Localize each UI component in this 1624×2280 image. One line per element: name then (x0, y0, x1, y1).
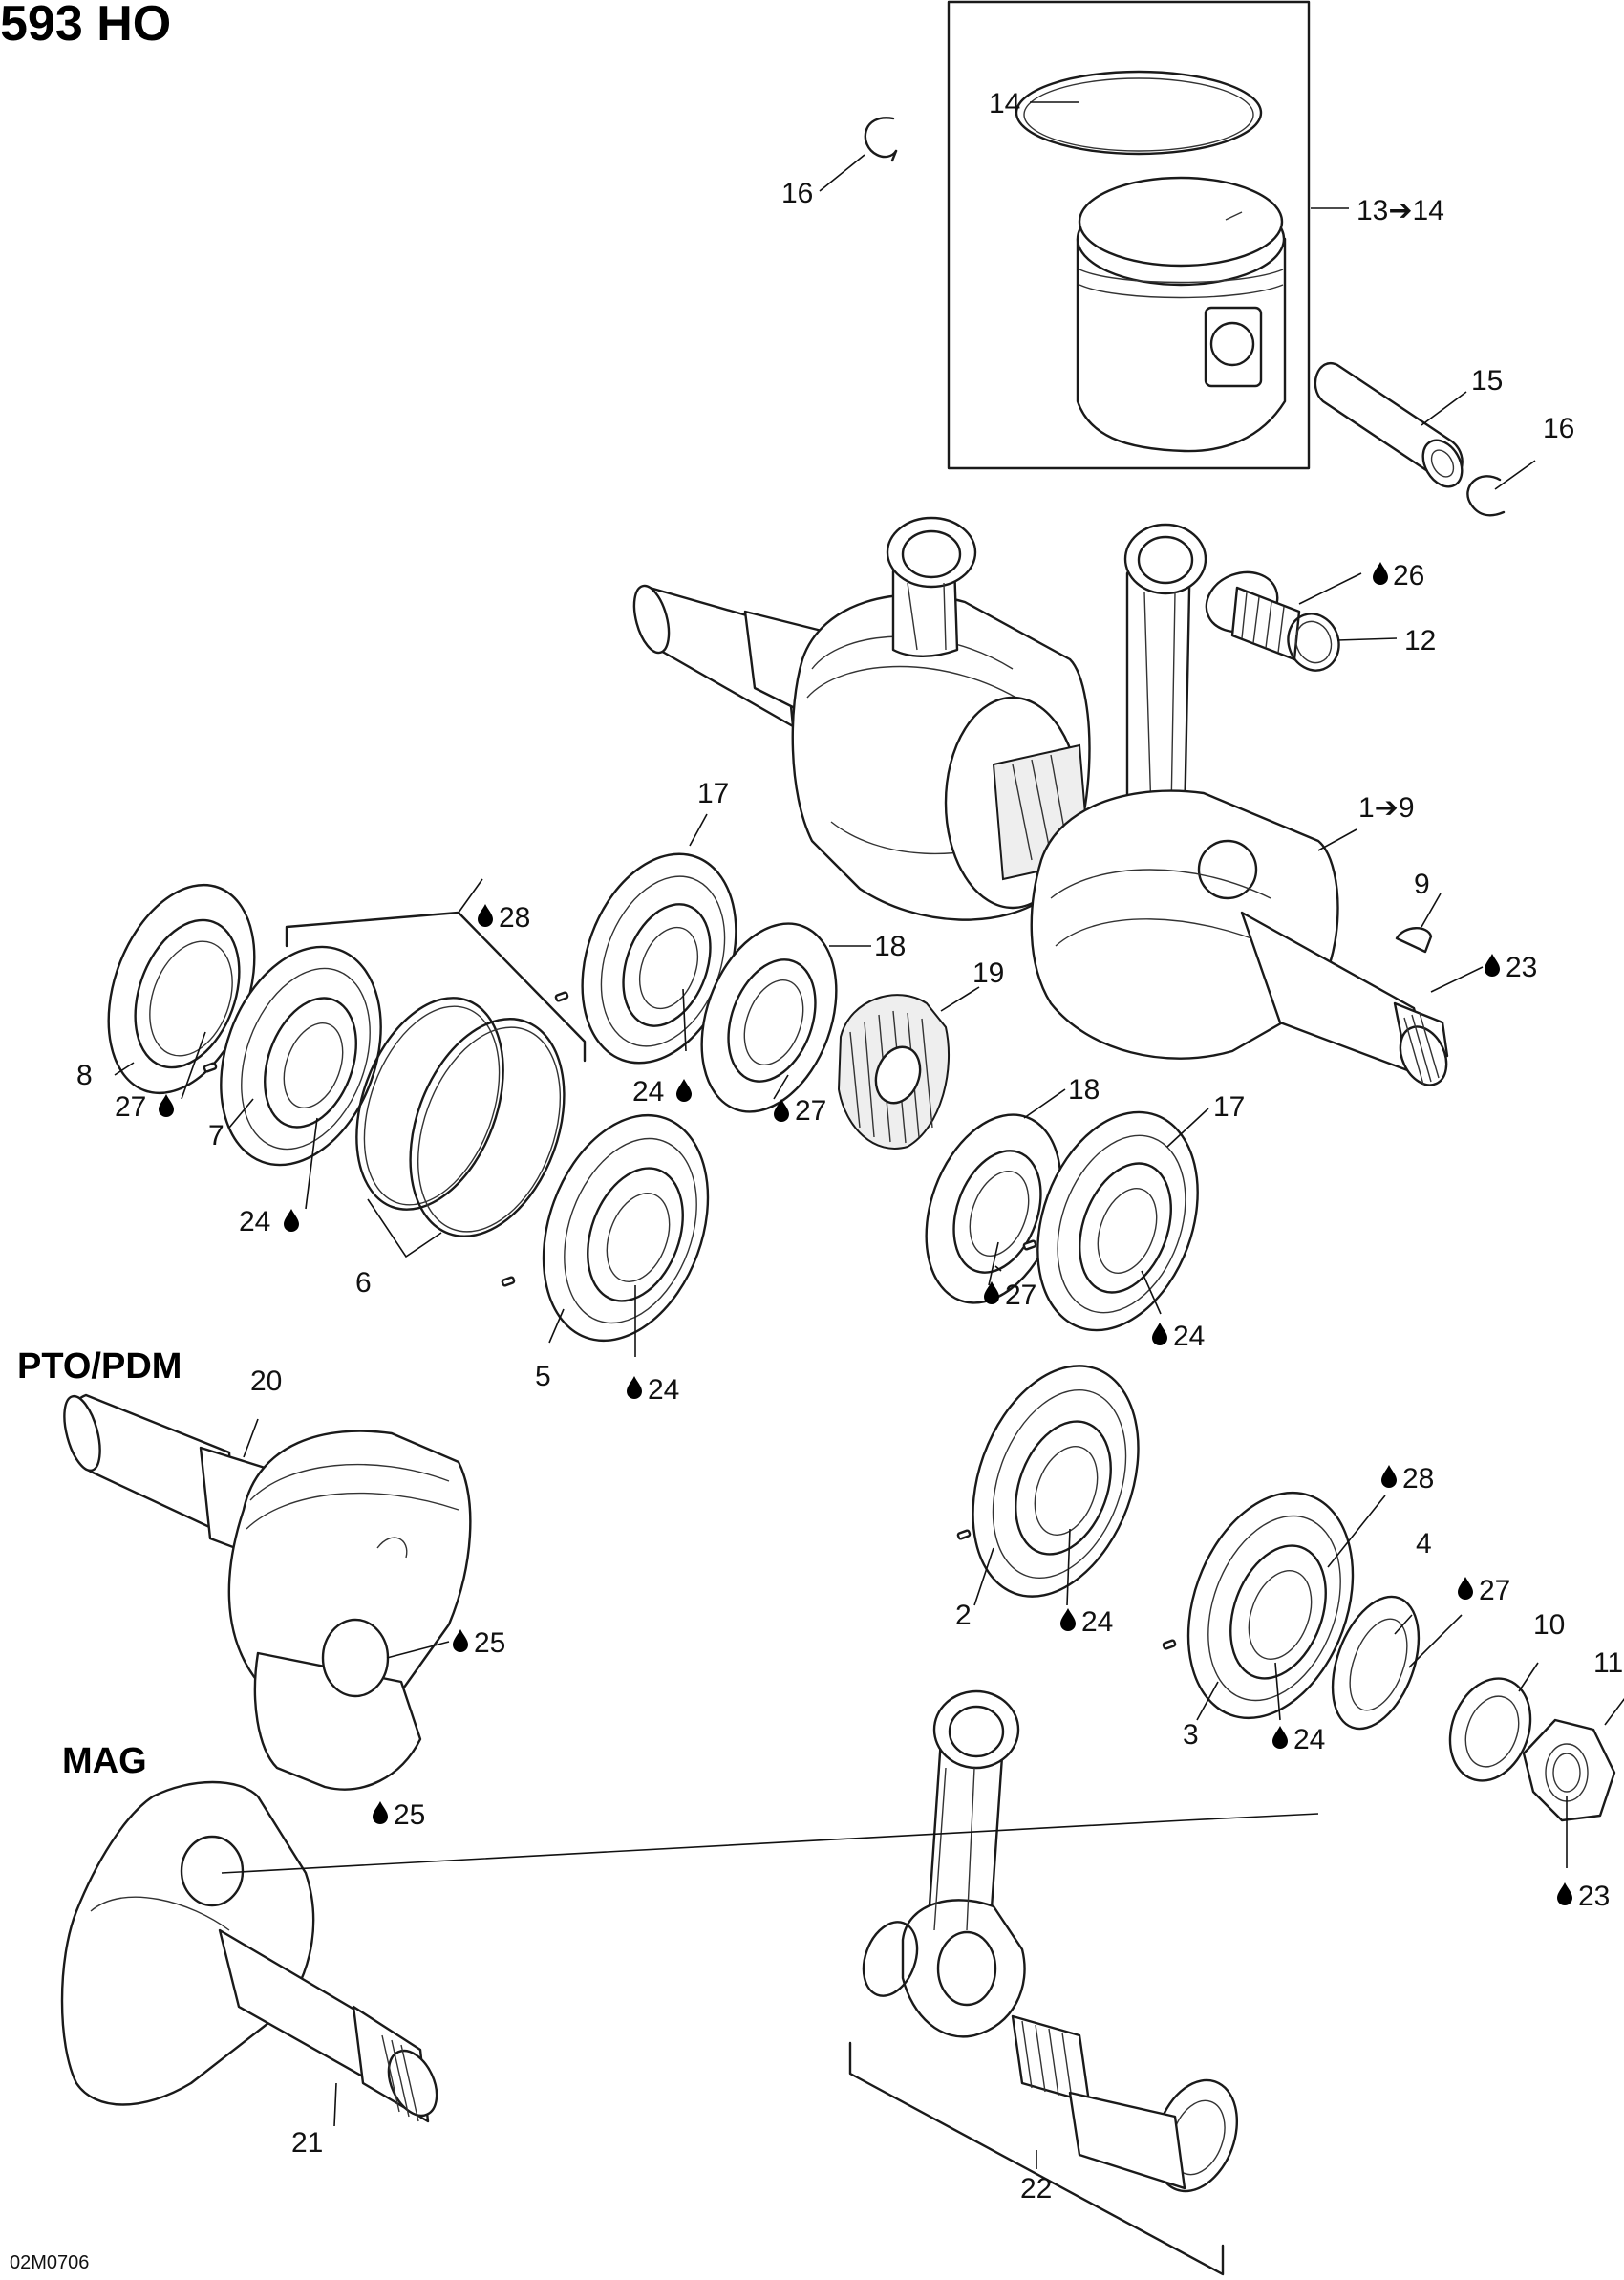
callout-27-d: 27 (1479, 1575, 1510, 1606)
thrust-washer (1287, 613, 1340, 672)
callout-24-d: 24 (1173, 1321, 1205, 1352)
oil-drop-icon (1272, 1726, 1288, 1749)
pto-crank-half (63, 1393, 472, 1791)
callout-23-top: 23 (1506, 952, 1537, 983)
circlip-2 (1466, 475, 1506, 517)
oil-drop-icon (1557, 1882, 1572, 1905)
callout-6: 6 (355, 1267, 372, 1299)
needle-bearing (1205, 570, 1301, 661)
callout-24-b: 24 (632, 1076, 664, 1108)
ring-6 (355, 997, 566, 1237)
figure-code: 02M0706 (10, 2252, 89, 2273)
oil-seal-18-right (925, 1113, 1062, 1304)
callout-8: 8 (76, 1060, 93, 1091)
oil-drop-icon (1152, 1323, 1167, 1345)
callout-16-top: 16 (781, 178, 813, 209)
oil-drop-icon (1485, 954, 1500, 977)
callout-26: 26 (1393, 560, 1424, 592)
oil-drop-icon (478, 904, 493, 927)
ball-bearing-17 (581, 852, 737, 1065)
callout-18-top: 18 (874, 931, 906, 962)
seal-8 (107, 883, 256, 1095)
oil-drop-icon (676, 1079, 692, 1102)
ball-bearing-3 (1186, 1491, 1355, 1720)
diagram-title: 593 HO (0, 0, 171, 52)
callout-27-a: 27 (115, 1091, 146, 1123)
circlip (864, 117, 898, 159)
piston (1076, 176, 1287, 453)
piston-kit-group (864, 0, 1311, 470)
callout-4: 4 (1416, 1528, 1432, 1559)
callout-19: 19 (972, 957, 1004, 989)
dowel-pin (203, 1062, 218, 1073)
callout-24-e: 24 (1081, 1606, 1113, 1638)
callout-22: 22 (1020, 2173, 1052, 2205)
callout-24-f: 24 (1293, 1724, 1325, 1755)
callout-13: 13➔14 (1357, 195, 1444, 226)
callout-16-right: 16 (1543, 413, 1574, 444)
callouts: 14 16 13➔14 15 16 26 12 17 28 18 19 1➔9 … (17, 88, 1623, 2205)
oil-drop-icon (627, 1376, 642, 1399)
callout-3: 3 (1183, 1719, 1199, 1751)
piston-ring (1015, 70, 1263, 156)
oil-seal-18 (700, 922, 838, 1113)
callout-24-a: 24 (239, 1206, 270, 1237)
oil-drop-icon (159, 1094, 174, 1117)
oil-drop-icon (1381, 1465, 1397, 1488)
leader-lines (114, 101, 1624, 2169)
lock-washer-10 (1448, 1677, 1532, 1782)
callout-10: 10 (1533, 1609, 1565, 1641)
piston-kit-frame (947, 0, 1311, 470)
callout-23-bottom: 23 (1578, 1881, 1610, 1912)
callout-12: 12 (1404, 625, 1436, 656)
callout-1: 1➔9 (1358, 792, 1415, 824)
crankshaft-assembly (632, 516, 1449, 1086)
callout-5: 5 (535, 1361, 551, 1392)
nut-11 (1522, 1718, 1616, 1822)
oil-drop-icon (373, 1801, 388, 1824)
callout-2: 2 (955, 1600, 972, 1631)
callout-7: 7 (208, 1120, 224, 1151)
ball-bearing-7 (220, 945, 382, 1167)
callout-18-right: 18 (1068, 1074, 1100, 1106)
woodruff-key (1395, 927, 1433, 954)
oil-drop-icon (453, 1629, 468, 1652)
ball-bearing-2 (972, 1365, 1140, 1598)
mag-crank-half (60, 1780, 438, 2123)
callout-14: 14 (989, 88, 1020, 119)
callout-15: 15 (1471, 365, 1503, 397)
ball-bearing-17-right (1036, 1110, 1199, 1332)
piston-pin (1314, 361, 1464, 488)
oil-drop-icon (1373, 562, 1388, 585)
callout-21: 21 (291, 2127, 323, 2159)
callout-17-top: 17 (697, 778, 729, 809)
callout-28-left: 28 (499, 902, 530, 934)
callout-27-c: 27 (1005, 1280, 1036, 1311)
section-label-pto: PTO/PDM (17, 1346, 182, 1387)
callout-11: 11 (1593, 1647, 1623, 1679)
oil-drop-icon (1060, 1608, 1076, 1631)
drive-gear-19 (837, 994, 950, 1150)
callout-25-a: 25 (474, 1627, 505, 1659)
callout-28-right: 28 (1402, 1463, 1434, 1495)
oil-drop-icon (284, 1209, 299, 1232)
connecting-rod-kit (848, 1689, 1239, 2276)
callout-27-b: 27 (795, 1095, 826, 1127)
ball-bearing-5 (542, 1113, 710, 1343)
callout-20: 20 (250, 1366, 282, 1397)
callout-25-b: 25 (394, 1799, 425, 1831)
oil-drop-icon (1458, 1577, 1473, 1600)
callout-9: 9 (1414, 869, 1430, 900)
section-label-mag: MAG (62, 1741, 147, 1781)
oil-seal-4 (1331, 1595, 1421, 1731)
callout-24-c: 24 (648, 1374, 679, 1406)
callout-17-right: 17 (1213, 1091, 1245, 1123)
